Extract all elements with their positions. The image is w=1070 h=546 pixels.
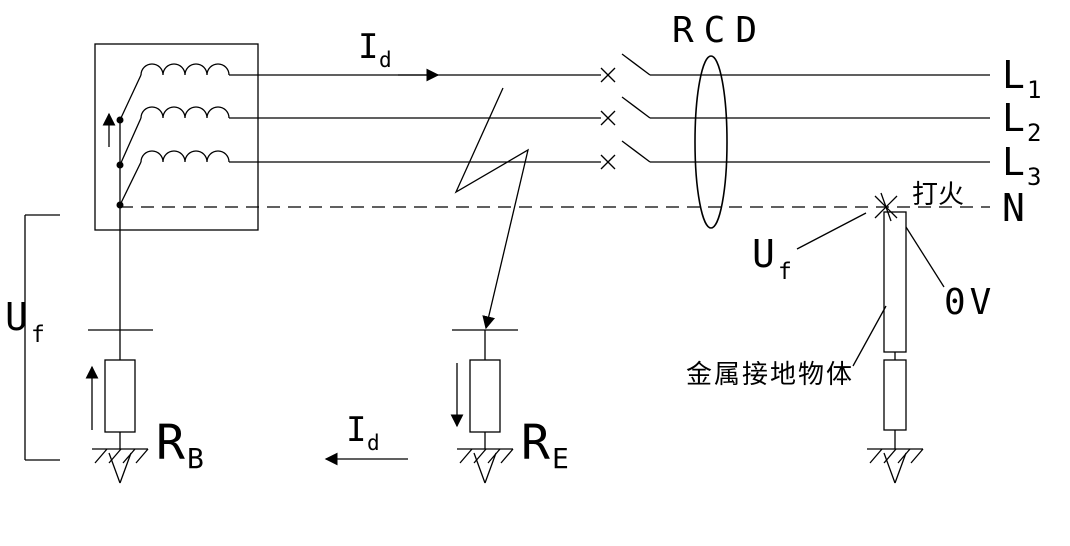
breaker-blade-l2-icon	[621, 96, 651, 119]
label-rb: R	[156, 415, 185, 471]
zero-volt-leader-line	[905, 226, 945, 288]
spark-icon	[880, 192, 892, 222]
label-l3-sub: 3	[1027, 163, 1041, 191]
ground-symbol-icon	[866, 448, 924, 484]
junction-dot	[116, 116, 124, 124]
fault-lightning-arrow-icon	[454, 87, 529, 330]
label-id-top: I	[358, 27, 378, 67]
breaker-x-l1-icon	[600, 67, 616, 83]
label-re-sub: E	[552, 442, 569, 475]
earth-fault-path	[454, 87, 529, 330]
label-id-bottom: I	[346, 410, 366, 450]
ground-symbol-icon	[91, 448, 149, 484]
breaker-blade-l3-icon	[621, 140, 651, 163]
fault-earth-branch-re	[450, 329, 518, 484]
label-id-bottom-sub: d	[367, 431, 380, 455]
label-l2-sub: 2	[1027, 119, 1041, 147]
winding2-neutral-link	[119, 117, 142, 166]
breaker-contacts	[600, 53, 651, 170]
ground-symbol-icon	[456, 448, 514, 484]
label-spark: 打火	[912, 180, 964, 210]
label-zero-volt: 0V	[944, 282, 995, 323]
metal-object-branch	[796, 192, 945, 484]
transformer-source	[94, 43, 259, 360]
label-l3: L	[1002, 140, 1025, 184]
label-uf-left-sub: f	[31, 322, 45, 348]
breaker-x-l3-icon	[600, 154, 616, 170]
label-re: R	[521, 415, 550, 471]
label-metal-object: 金属接地物体	[686, 360, 854, 390]
breaker-blade-l1-icon	[621, 53, 651, 76]
winding1-neutral-link	[119, 74, 142, 121]
uf-right-leader-line	[796, 212, 867, 250]
breaker-x-l2-icon	[600, 110, 616, 126]
touch-voltage-bracket-left	[24, 214, 60, 461]
label-uf-left: U	[5, 295, 28, 339]
label-neutral: N	[1002, 186, 1025, 230]
label-uf-right: U	[752, 232, 775, 276]
rb-resistor-icon	[104, 359, 136, 433]
label-rcd: RCD	[672, 10, 767, 51]
label-rb-sub: B	[187, 442, 204, 475]
labels: I d RCD L 1 L 2 L 3 N 打火 U f 0V 金属接地物体 U…	[5, 10, 1041, 475]
label-id-top-sub: d	[379, 48, 392, 72]
re-resistor-icon	[469, 359, 501, 433]
metal-object-body	[883, 211, 907, 353]
transformer-box	[94, 43, 259, 231]
label-l1-sub: 1	[1027, 76, 1041, 104]
label-l2: L	[1002, 96, 1025, 140]
system-earth-branch-rb	[85, 329, 153, 484]
rcd-toroid-icon	[694, 55, 728, 229]
winding-phase3-icon	[140, 150, 230, 163]
rcd-device	[694, 55, 728, 229]
object-earth-resistor-icon	[883, 359, 907, 431]
distribution-lines	[120, 68, 990, 208]
junction-dot	[116, 161, 124, 169]
label-l1: L	[1002, 53, 1025, 97]
winding-phase1-icon	[140, 63, 230, 76]
metal-object-leader-line	[852, 305, 887, 367]
winding-phase2-icon	[140, 106, 230, 119]
winding3-neutral-link	[119, 161, 142, 206]
label-uf-right-sub: f	[778, 259, 792, 285]
